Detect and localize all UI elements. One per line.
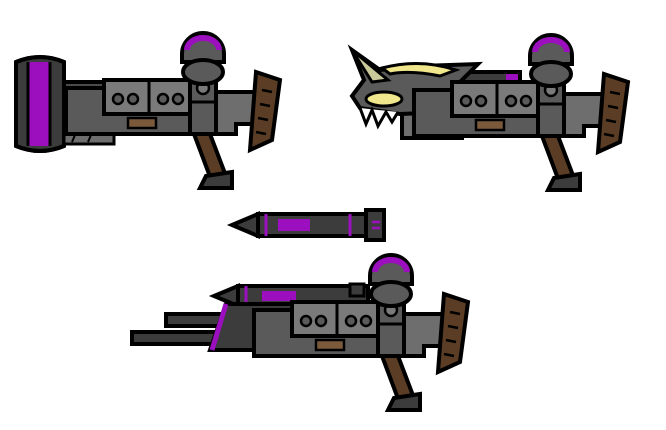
long-barrel-launcher-sprite: [130, 255, 468, 410]
rear-assembly: [66, 33, 280, 188]
rocket-projectile-sprite: [226, 208, 386, 242]
purple-trim: [209, 303, 229, 351]
rear-assembly: [254, 255, 468, 410]
nose-cone: [226, 210, 260, 240]
fangs: [358, 105, 400, 130]
rail-accent: [506, 74, 518, 84]
tail-fin: [364, 208, 386, 242]
barrel-cap: [14, 55, 66, 153]
yellow-eye: [364, 90, 404, 108]
dragon-head-launcher-sprite: [347, 35, 628, 190]
rear-assembly: [414, 35, 628, 190]
upper-barrel: [164, 312, 226, 328]
cannon-launcher-sprite: [14, 33, 280, 188]
lower-barrel: [130, 330, 220, 346]
purple-band: [278, 219, 310, 231]
